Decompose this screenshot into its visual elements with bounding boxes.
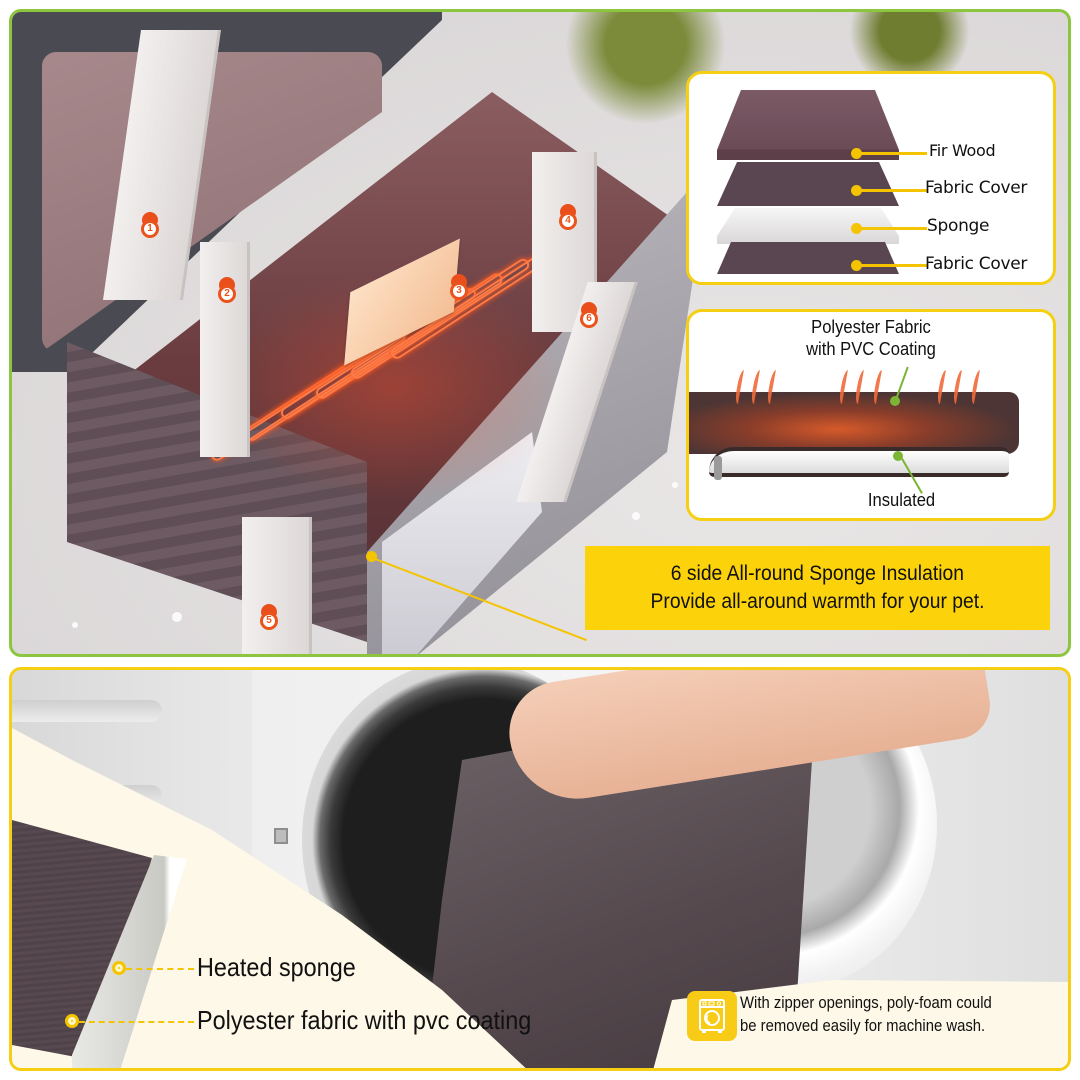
snowflake <box>172 612 182 622</box>
flame-badge-5: 5 <box>257 600 281 632</box>
leader-line <box>851 223 927 234</box>
fabric-detail-card: Polyester Fabric with PVC Coating Insula… <box>686 309 1056 521</box>
flame-badge-3: 3 <box>447 270 471 302</box>
fabric-cover-layer-top <box>717 162 899 206</box>
flame-badge-6: 6 <box>577 298 601 330</box>
sponge-layer <box>717 208 899 244</box>
washer-groove <box>12 700 162 722</box>
callout-leader <box>79 1021 194 1023</box>
banner-leader-dot <box>366 551 377 562</box>
sponge-panel-5 <box>242 517 312 654</box>
leader-dot <box>851 148 862 159</box>
callout-dot <box>112 961 126 975</box>
leader-dot <box>851 185 862 196</box>
leader-dot <box>890 396 900 406</box>
layer-label-sponge: Sponge <box>927 216 990 236</box>
snowflake <box>72 622 78 628</box>
foam-insulation <box>709 447 1009 477</box>
leader-line <box>851 260 927 271</box>
heated-sponge-label: Heated sponge <box>197 952 356 982</box>
layer-label-fabric-cover: Fabric Cover <box>925 178 1028 198</box>
cushion-cross-section <box>689 392 1019 492</box>
leader-line <box>851 185 927 196</box>
dog-house-illustration: 1 2 3 4 5 6 <box>12 12 712 654</box>
zipper-pull-icon <box>714 456 722 480</box>
polyester-fabric-label: Polyester fabric with pvc coating <box>197 1005 532 1035</box>
fabric-cover-layer-bottom <box>717 242 899 274</box>
leader-dot <box>851 223 862 234</box>
leader-dot <box>851 260 862 271</box>
banner-headline: 6 side All-round Sponge Insulation <box>670 562 965 585</box>
callout-leader <box>126 968 194 970</box>
layer-label-fir-wood: Fir Wood <box>929 141 996 160</box>
flame-badge-2: 2 <box>215 273 239 305</box>
leader-line <box>851 148 927 159</box>
pvc-coated-fabric <box>689 392 1019 454</box>
washable-panel: Heated sponge Polyester fabric with pvc … <box>9 667 1071 1071</box>
banner-subline: Provide all-around warmth for your pet. <box>650 590 985 613</box>
flame-badge-4: 4 <box>556 200 580 232</box>
machine-wash-note: With zipper openings, poly-foam could be… <box>740 994 992 1035</box>
leader-dot <box>893 451 903 461</box>
door-latch <box>274 828 288 844</box>
snowflake <box>632 512 640 520</box>
sponge-panel-2 <box>200 242 250 457</box>
insulated-label: Insulated <box>867 490 936 510</box>
layer-label-fabric-cover: Fabric Cover <box>925 254 1028 274</box>
callout-dot <box>65 1014 79 1028</box>
fabric-title: Polyester Fabric with PVC Coating <box>806 317 936 359</box>
snowflake <box>672 482 678 488</box>
flame-badge-1: 1 <box>138 208 162 240</box>
fir-wood-layer <box>717 90 899 160</box>
washing-machine-icon <box>687 991 737 1041</box>
insulation-banner: 6 side All-round Sponge Insulation Provi… <box>585 546 1050 630</box>
material-layers-card: Fir Wood Fabric Cover Sponge Fabric Cove… <box>686 71 1056 285</box>
